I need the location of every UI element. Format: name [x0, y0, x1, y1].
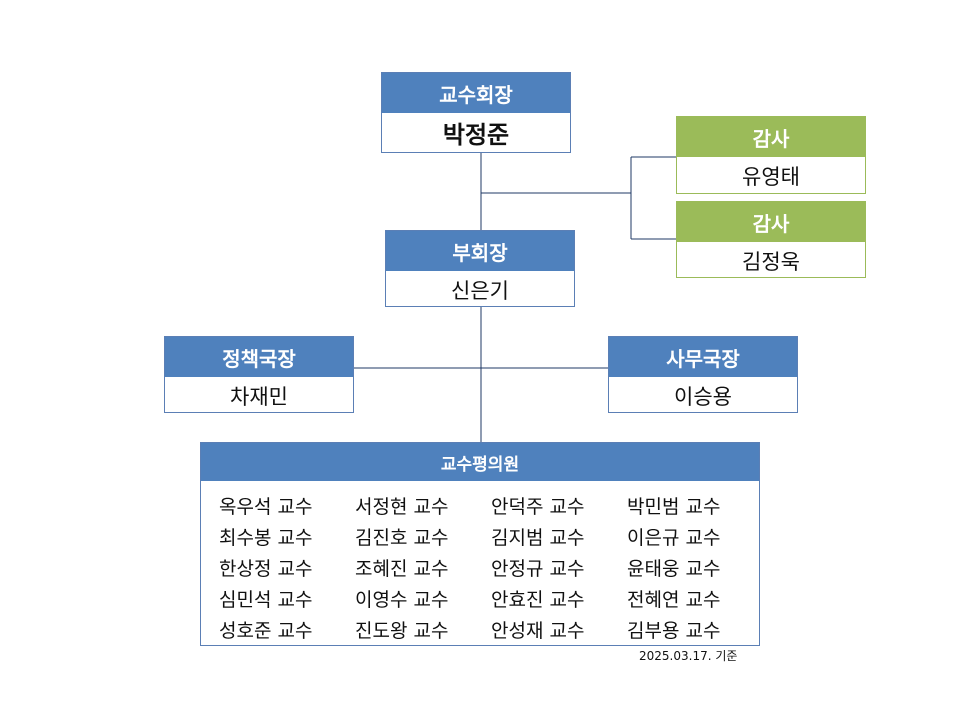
auditor-name: 김정욱 [742, 250, 800, 274]
office-director-title: 사무국장 [609, 337, 797, 377]
president-name: 박정준 [442, 120, 510, 149]
vice-president-title: 부회장 [386, 231, 574, 271]
council-member: 전혜연 교수 [627, 589, 721, 611]
council-title: 교수평의원 [201, 443, 759, 481]
vice-president-name: 신은기 [451, 279, 509, 303]
policy-director-box: 정책국장 차재민 [164, 336, 354, 413]
policy-director-name: 차재민 [230, 385, 288, 409]
office-director-box: 사무국장 이승용 [608, 336, 798, 413]
auditor-title: 감사 [677, 117, 865, 157]
auditor-name: 유영태 [742, 165, 800, 189]
council-member: 김진호 교수 [355, 527, 449, 549]
auditor-box-1: 감사 유영태 [676, 116, 866, 194]
council-member: 박민범 교수 [627, 496, 721, 518]
auditor-title: 감사 [677, 202, 865, 242]
policy-director-title: 정책국장 [165, 337, 353, 377]
council-member: 이영수 교수 [355, 589, 449, 611]
vice-president-box: 부회장 신은기 [385, 230, 575, 307]
council-member: 한상정 교수 [219, 558, 313, 580]
council-member: 성호준 교수 [219, 620, 313, 642]
council-member: 조혜진 교수 [355, 558, 449, 580]
council-member-list: 옥우석 교수 서정현 교수 안덕주 교수 박민범 교수 최수봉 교수 김진호 교… [201, 481, 759, 646]
as-of-date: 2025.03.17. 기준 [639, 649, 738, 663]
council-member: 진도왕 교수 [355, 620, 449, 642]
council-member: 윤태웅 교수 [627, 558, 721, 580]
council-member: 옥우석 교수 [219, 496, 313, 518]
president-title: 교수회장 [382, 73, 570, 113]
council-member: 이은규 교수 [627, 527, 721, 549]
council-box: 교수평의원 옥우석 교수 서정현 교수 안덕주 교수 박민범 교수 최수봉 교수… [200, 442, 760, 646]
council-member: 김부용 교수 [627, 620, 721, 642]
council-member: 안성재 교수 [491, 620, 585, 642]
council-member: 심민석 교수 [219, 589, 313, 611]
council-member: 안덕주 교수 [491, 496, 585, 518]
auditor-box-2: 감사 김정욱 [676, 201, 866, 278]
president-box: 교수회장 박정준 [381, 72, 571, 153]
council-member: 최수봉 교수 [219, 527, 313, 549]
council-member: 김지범 교수 [491, 527, 585, 549]
council-member: 안정규 교수 [491, 558, 585, 580]
council-member: 안효진 교수 [491, 589, 585, 611]
council-member: 서정현 교수 [355, 496, 449, 518]
office-director-name: 이승용 [674, 385, 732, 409]
